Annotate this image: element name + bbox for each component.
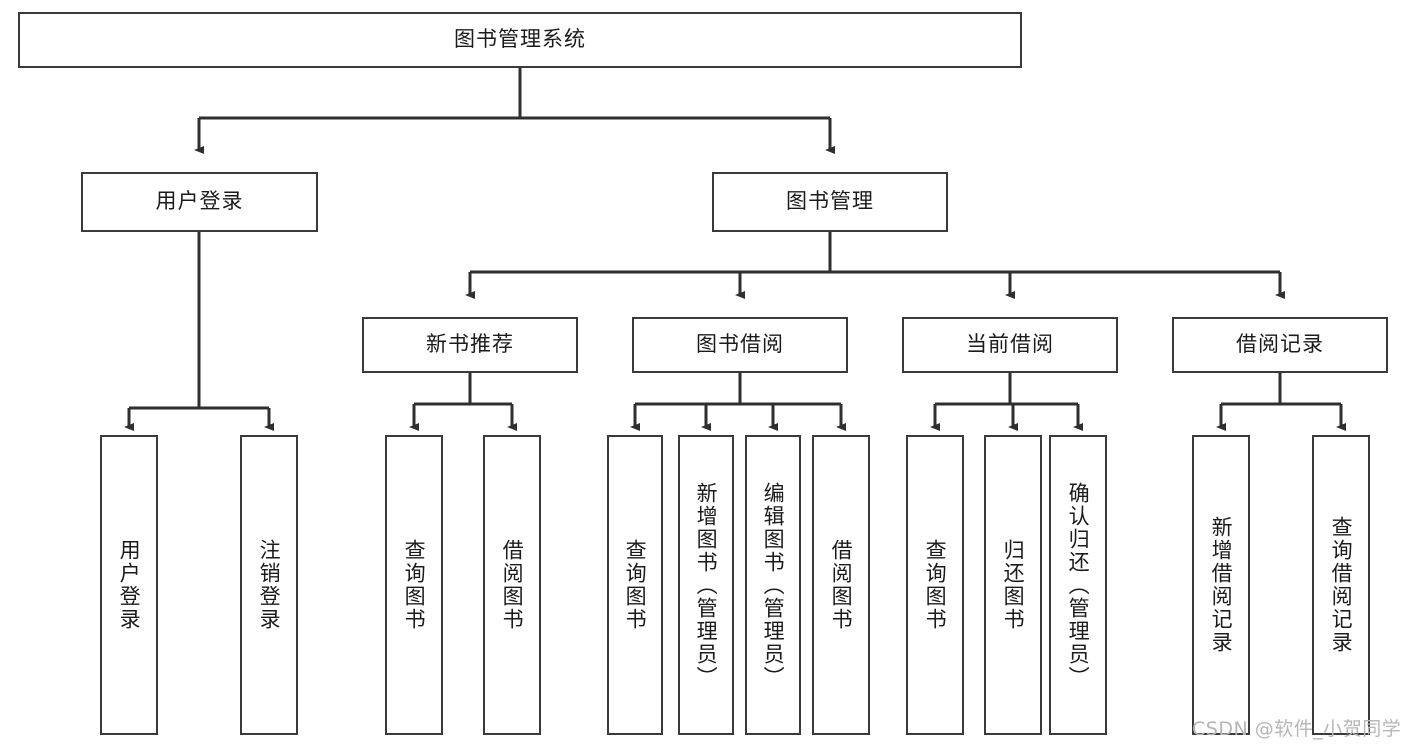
node-user-login-label: 用户登录 xyxy=(155,189,244,214)
leaf-edit-book-admin[interactable]: 编辑图书（管理员） xyxy=(745,435,801,735)
csdn-watermark: CSDN @软件_小贺同学 xyxy=(1192,718,1402,740)
leaf-query-borrow-record-label: 查询借阅记录 xyxy=(1329,516,1354,654)
leaf-borrow-book-new[interactable]: 借阅图书 xyxy=(483,435,541,735)
node-new-book-recommend[interactable]: 新书推荐 xyxy=(362,317,578,373)
leaf-query-borrow-record[interactable]: 查询借阅记录 xyxy=(1312,435,1370,735)
leaf-query-book-new[interactable]: 查询图书 xyxy=(385,435,443,735)
leaf-borrow-book-new-label: 借阅图书 xyxy=(500,539,525,631)
leaf-query-book-borrow[interactable]: 查询图书 xyxy=(607,435,663,735)
leaf-query-book-new-label: 查询图书 xyxy=(402,539,427,631)
leaf-return-book[interactable]: 归还图书 xyxy=(984,435,1042,735)
leaf-add-borrow-record-label: 新增借阅记录 xyxy=(1209,516,1234,654)
node-user-login[interactable]: 用户登录 xyxy=(81,172,318,232)
leaf-borrow-book[interactable]: 借阅图书 xyxy=(812,435,870,735)
leaf-add-borrow-record[interactable]: 新增借阅记录 xyxy=(1192,435,1250,735)
leaf-query-book-borrow-label: 查询图书 xyxy=(623,539,648,631)
node-root[interactable]: 图书管理系统 xyxy=(18,12,1022,68)
leaf-add-book-admin-label: 新增图书（管理员） xyxy=(694,481,719,689)
leaf-confirm-return-admin[interactable]: 确认归还（管理员） xyxy=(1049,435,1107,735)
node-current-borrow-label: 当前借阅 xyxy=(966,332,1054,357)
node-borrow-record[interactable]: 借阅记录 xyxy=(1172,317,1388,373)
leaf-add-book-admin[interactable]: 新增图书（管理员） xyxy=(678,435,734,735)
leaf-user-login[interactable]: 用户登录 xyxy=(100,435,158,735)
leaf-confirm-return-admin-label: 确认归还（管理员） xyxy=(1066,481,1091,689)
node-book-management-label: 图书管理 xyxy=(786,189,874,214)
node-root-label: 图书管理系统 xyxy=(454,27,586,52)
leaf-edit-book-admin-label: 编辑图书（管理员） xyxy=(761,481,786,689)
leaf-borrow-book-label: 借阅图书 xyxy=(829,539,854,631)
leaf-query-book-current[interactable]: 查询图书 xyxy=(906,435,964,735)
node-current-borrow[interactable]: 当前借阅 xyxy=(902,317,1118,373)
leaf-return-book-label: 归还图书 xyxy=(1001,539,1026,631)
leaf-query-book-current-label: 查询图书 xyxy=(923,539,948,631)
node-borrow-record-label: 借阅记录 xyxy=(1236,332,1324,357)
node-book-borrow-label: 图书借阅 xyxy=(696,332,784,357)
node-new-book-recommend-label: 新书推荐 xyxy=(426,332,514,357)
leaf-user-login-label: 用户登录 xyxy=(117,539,142,631)
node-book-borrow[interactable]: 图书借阅 xyxy=(632,317,848,373)
leaf-logout[interactable]: 注销登录 xyxy=(240,435,298,735)
node-book-management[interactable]: 图书管理 xyxy=(712,172,948,232)
leaf-logout-label: 注销登录 xyxy=(257,539,282,631)
